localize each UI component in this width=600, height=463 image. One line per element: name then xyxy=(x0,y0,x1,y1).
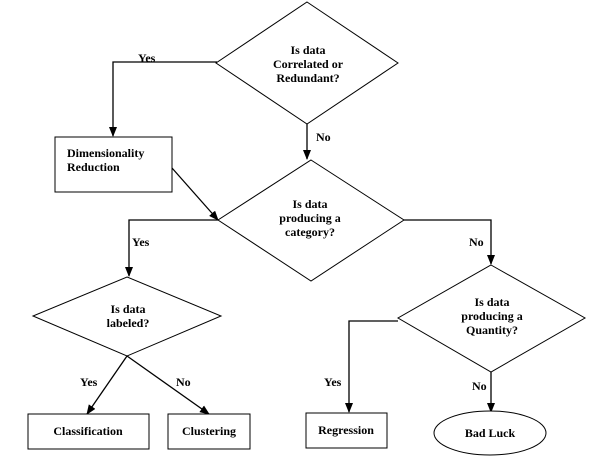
process-dimensionality-line-2: Reduction xyxy=(67,160,120,174)
decision-correlated-line-3: Redundant? xyxy=(276,71,339,85)
decision-labeled-line-1: Is data xyxy=(110,302,145,316)
edge-label-quantity-yes: Yes xyxy=(324,375,342,389)
decision-quantity-line-2: producing a xyxy=(461,309,522,323)
decision-quantity-line-3: Quantity? xyxy=(466,323,518,337)
edge-label-category-no: No xyxy=(469,235,484,249)
decision-quantity-line-1: Is data xyxy=(474,295,509,309)
edge-labeled-yes xyxy=(86,355,128,415)
decision-category-line-3: category? xyxy=(285,225,335,239)
edge-label-correlated-no: No xyxy=(316,130,331,144)
process-classification: Classification xyxy=(27,413,150,450)
decision-correlated-line-2: Correlated or xyxy=(273,57,344,71)
edge-label-quantity-no: No xyxy=(472,379,487,393)
decision-category: Is data producing a category? xyxy=(217,159,405,282)
decision-correlated: Is data Correlated or Redundant? xyxy=(215,1,399,125)
terminal-bad-luck: Bad Luck xyxy=(433,410,547,456)
process-dimensionality-line-1: Dimensionality xyxy=(67,146,144,160)
edge-label-labeled-no: No xyxy=(176,375,191,389)
edge-labeled-no xyxy=(126,355,210,415)
edge-label-correlated-yes: Yes xyxy=(138,51,156,65)
process-classification-label: Classification xyxy=(53,424,123,438)
edge-labels: Yes No Yes No Yes No Yes No xyxy=(80,51,487,393)
decision-quantity: Is data producing a Quantity? xyxy=(396,264,587,373)
decision-category-line-1: Is data xyxy=(292,197,327,211)
decision-correlated-line-1: Is data xyxy=(290,43,325,57)
edge-quantity-yes xyxy=(345,320,398,413)
terminal-bad-luck-label: Bad Luck xyxy=(465,426,516,440)
decision-labeled-line-2: labeled? xyxy=(107,316,150,330)
connectors xyxy=(86,61,495,415)
edge-correlated-yes xyxy=(109,61,217,137)
edge-category-no xyxy=(404,219,495,265)
process-clustering-label: Clustering xyxy=(182,424,236,438)
process-dimensionality-reduction: Dimensionality Reduction xyxy=(54,136,173,193)
edge-label-category-yes: Yes xyxy=(132,235,150,249)
edge-dimensionality-to-category xyxy=(171,167,219,221)
edge-label-labeled-yes: Yes xyxy=(80,375,98,389)
decision-category-line-2: producing a xyxy=(279,211,340,225)
decision-labeled: Is data labeled? xyxy=(31,276,223,357)
edge-category-yes xyxy=(125,219,218,277)
process-regression-label: Regression xyxy=(318,423,374,437)
process-regression: Regression xyxy=(305,412,388,449)
process-clustering: Clustering xyxy=(167,413,251,450)
